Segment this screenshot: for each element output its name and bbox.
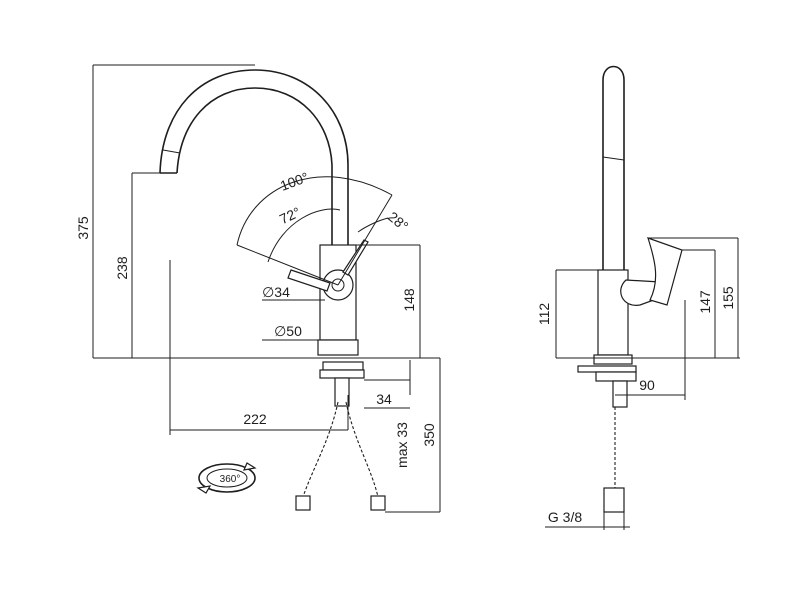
dimension-total-height: 375 bbox=[75, 216, 91, 240]
rotation-label: 360° bbox=[220, 474, 241, 485]
rotation-360-icon bbox=[196, 462, 257, 494]
angle-inner-label: 72° bbox=[277, 204, 303, 227]
dimension-hose-length: 350 bbox=[421, 423, 437, 447]
front-view: 375 238 222 148 100° 72° 28° ∅34 ∅50 34 … bbox=[75, 64, 441, 513]
dimension-spout-height: 238 bbox=[114, 256, 130, 280]
side-lever bbox=[620, 237, 683, 306]
side-dimension-body-height: 112 bbox=[536, 303, 552, 326]
dimension-spout-reach: 222 bbox=[243, 411, 267, 427]
side-hose bbox=[603, 407, 625, 513]
angle-arcs bbox=[236, 176, 393, 286]
spout bbox=[159, 69, 349, 258]
dimension-body-height: 148 bbox=[401, 288, 417, 312]
angle-outer-label: 100° bbox=[278, 169, 311, 194]
side-dimension-lever-top-height: 155 bbox=[720, 286, 736, 310]
faucet-body bbox=[317, 244, 365, 407]
side-dimension-lever-height: 147 bbox=[697, 290, 713, 314]
dimension-max-thickness: max 33 bbox=[394, 422, 410, 468]
front-dimension-lines bbox=[92, 64, 441, 513]
side-spout bbox=[602, 65, 625, 272]
dimension-hole-diameter: 34 bbox=[376, 391, 392, 407]
thread-size-label: G 3/8 bbox=[548, 509, 582, 525]
side-view: 112 147 155 90 G 3/8 bbox=[536, 65, 740, 530]
side-dimension-lines bbox=[545, 237, 740, 530]
angle-right-label: 28° bbox=[385, 208, 412, 234]
diameter-body-label: ∅34 bbox=[262, 284, 290, 300]
diameter-base-label: ∅50 bbox=[274, 323, 302, 339]
side-dimension-lever-reach: 90 bbox=[639, 377, 655, 393]
hoses bbox=[295, 401, 386, 511]
